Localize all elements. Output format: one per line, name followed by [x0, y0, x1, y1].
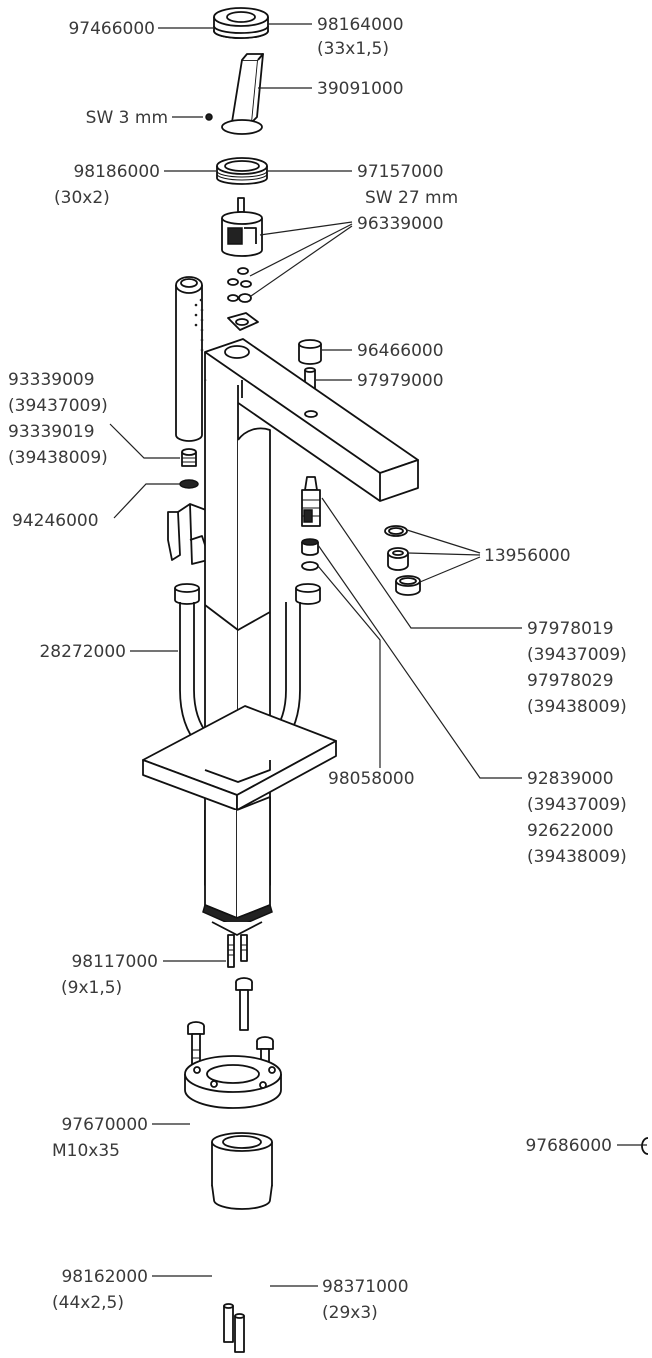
label-93339019: 93339019 [8, 422, 95, 442]
washer-part [301, 561, 319, 571]
cartridge-part [221, 197, 263, 257]
label-94246000: 94246000 [12, 511, 99, 531]
label-sw27: SW 27 mm [365, 188, 458, 208]
flange-part [184, 1055, 282, 1109]
seal-part [179, 479, 199, 489]
label-97670000: 97670000 [61, 1115, 148, 1135]
grub-screw-part [205, 113, 213, 121]
cap-ring-part [213, 7, 269, 39]
cap-part [298, 339, 322, 365]
small-insert-part [301, 538, 319, 556]
shower-holder-part [167, 503, 209, 565]
label-97466000: 97466000 [68, 19, 155, 39]
lever-handle-part [221, 53, 264, 135]
connection-pins-part [227, 934, 248, 968]
label-98162000-dim: (44x2,5) [52, 1293, 124, 1313]
leader-lines [109, 23, 647, 1287]
label-98164000-dim: (33x1,5) [317, 39, 389, 59]
base-connector-part [211, 1132, 273, 1210]
cartridge-seals-part [227, 267, 252, 303]
label-97978029: 97978029 [527, 671, 614, 691]
label-98164000: 98164000 [317, 15, 404, 35]
label-97670000-dim: M10x35 [52, 1141, 120, 1161]
label-97978019: 97978019 [527, 619, 614, 639]
valve-insert-part [301, 476, 321, 527]
label-92622000-ref: (39438009) [527, 847, 627, 867]
label-98186000: 98186000 [73, 162, 160, 182]
label-93339019-ref: (39438009) [8, 448, 108, 468]
bottom-pins-part [223, 1303, 245, 1353]
label-92622000: 92622000 [527, 821, 614, 841]
label-39091000: 39091000 [317, 79, 404, 99]
label-13956000: 13956000 [484, 546, 571, 566]
floor-plate [142, 705, 337, 811]
label-98117000: 98117000 [71, 952, 158, 972]
label-96339000: 96339000 [357, 214, 444, 234]
retaining-nut-part [216, 157, 268, 185]
label-98186000-dim: (30x2) [54, 188, 110, 208]
label-97157000: 97157000 [357, 162, 444, 182]
cartridge-base-part [227, 312, 259, 331]
label-98162000: 98162000 [61, 1267, 148, 1287]
label-92839000: 92839000 [527, 769, 614, 789]
label-28272000: 28272000 [39, 642, 126, 662]
label-98371000: 98371000 [322, 1277, 409, 1297]
label-98117000-dim: (9x1,5) [61, 978, 122, 998]
label-93339009: 93339009 [8, 370, 95, 390]
label-sw3: SW 3 mm [86, 108, 168, 128]
label-97979000: 97979000 [357, 371, 444, 391]
hand-shower-part [175, 276, 204, 442]
aerator-parts [384, 525, 421, 596]
label-97978029-ref: (39438009) [527, 697, 627, 717]
hose-connector-part [181, 448, 197, 467]
flange-edge-part [641, 1137, 649, 1155]
label-97686000: 97686000 [525, 1136, 612, 1156]
part-labels: 97466000 98164000 (33x1,5) 39091000 SW 3… [8, 15, 627, 1323]
lower-column [202, 796, 273, 936]
label-97978019-ref: (39437009) [527, 645, 627, 665]
label-93339009-ref: (39437009) [8, 396, 108, 416]
spout-body [204, 338, 419, 502]
label-96466000: 96466000 [357, 341, 444, 361]
label-92839000-ref: (39437009) [527, 795, 627, 815]
label-98058000: 98058000 [328, 769, 415, 789]
label-98371000-dim: (29x3) [322, 1303, 378, 1323]
